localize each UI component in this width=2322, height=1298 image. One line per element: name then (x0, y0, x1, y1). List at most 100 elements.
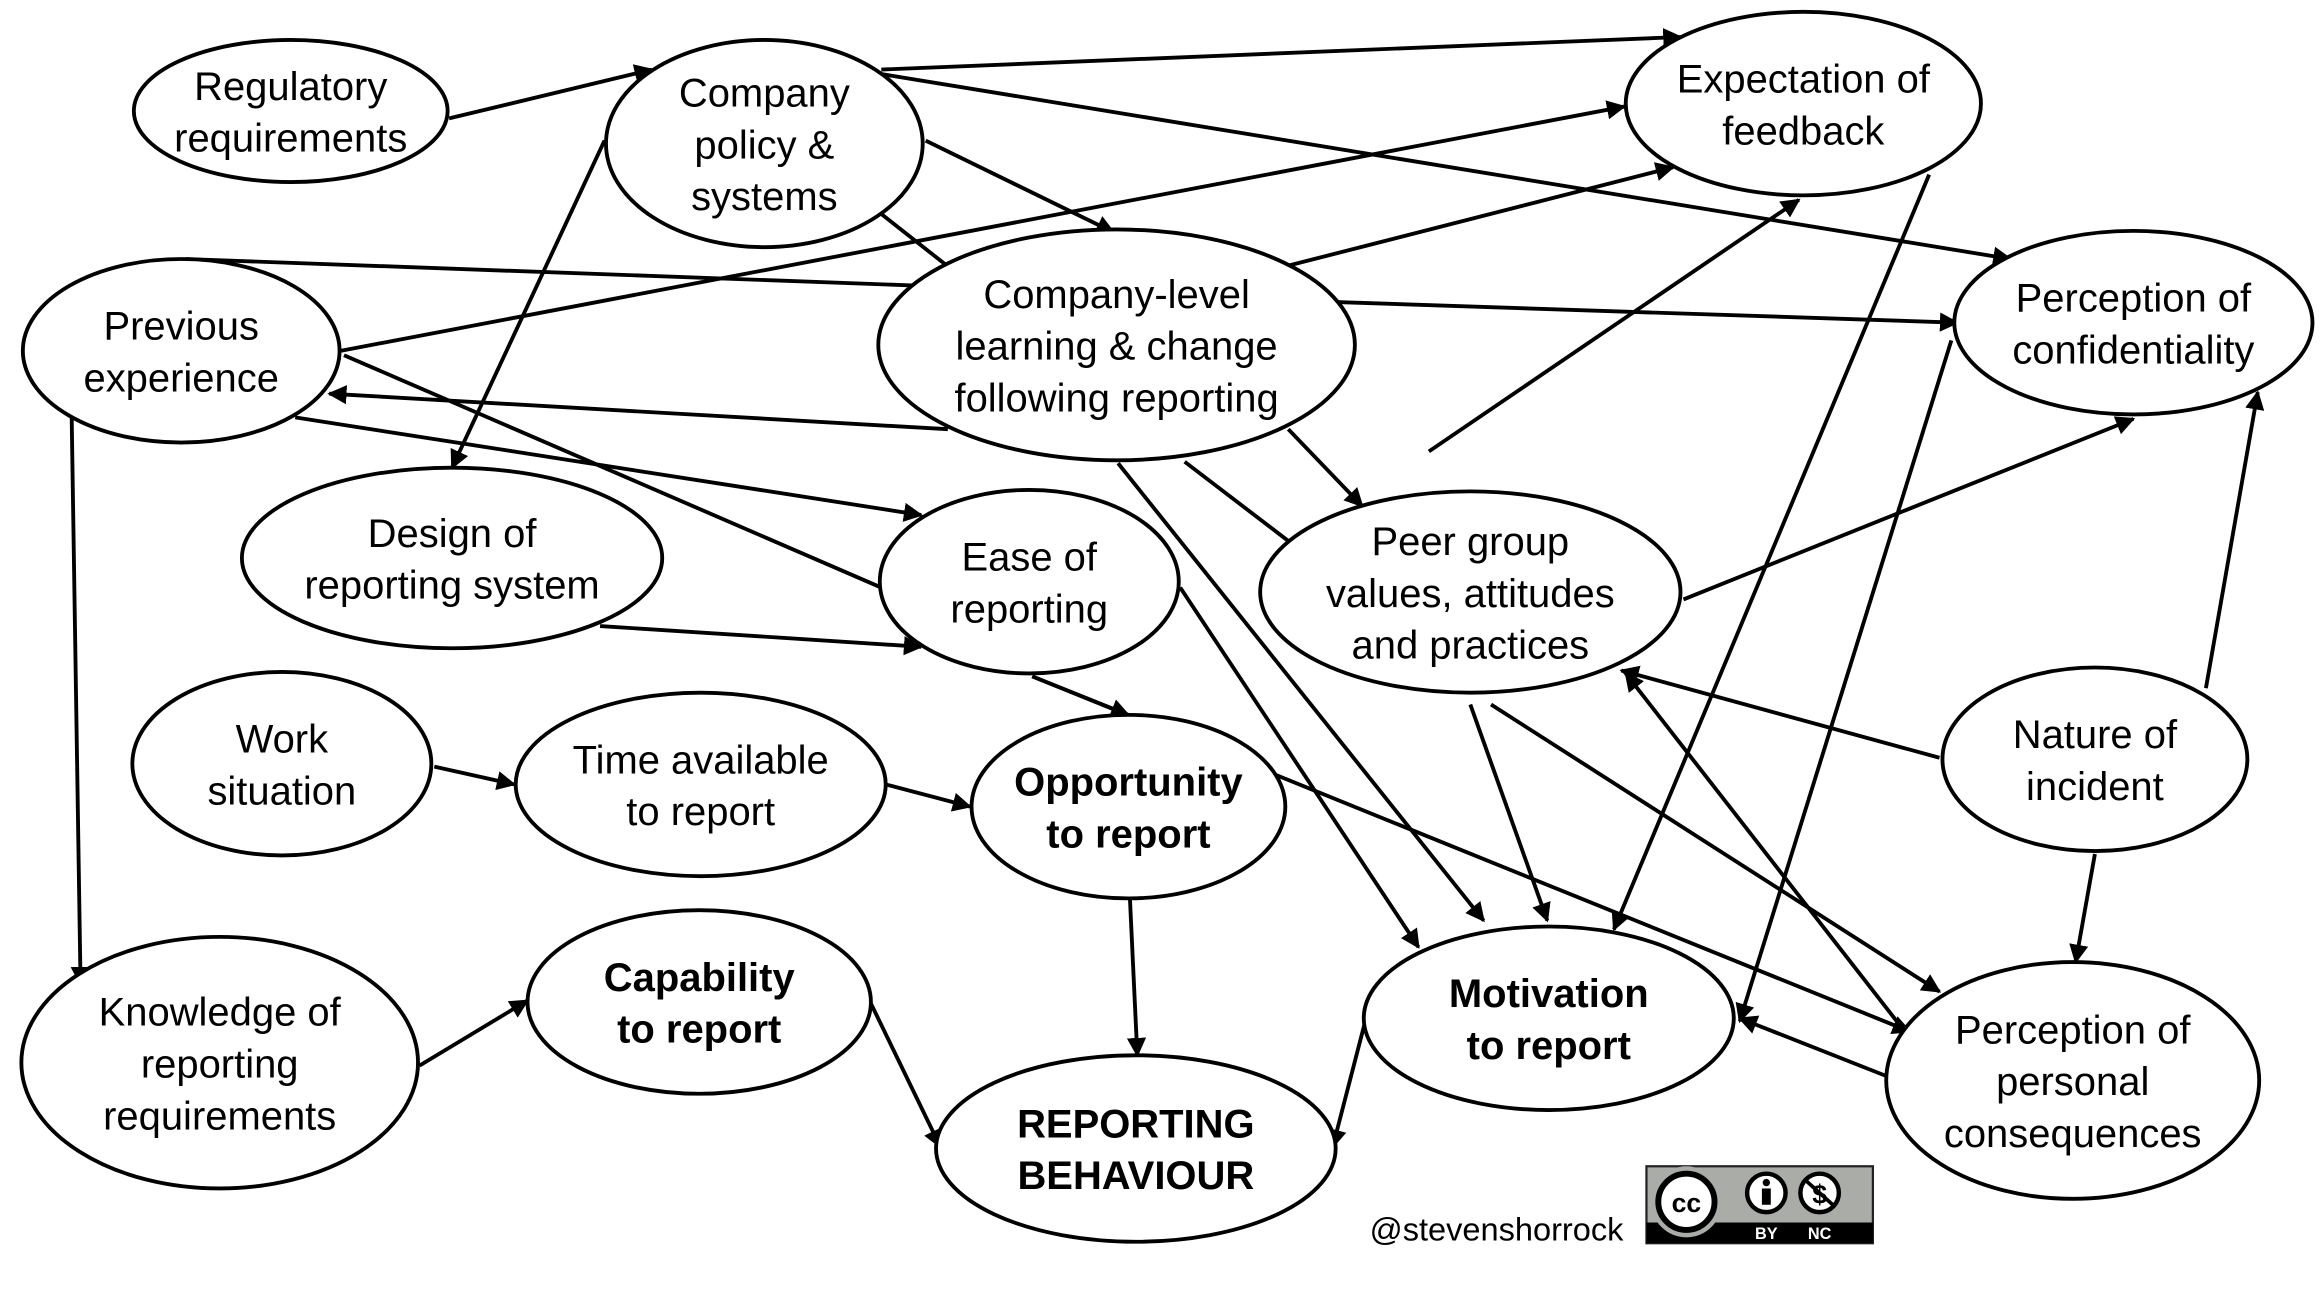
node-label-line: requirements (174, 117, 407, 161)
node-knowledge[interactable]: Knowledge of reporting requirements (19, 934, 420, 1191)
node-ellipse (1361, 924, 1736, 1112)
node-label-line: Company (679, 72, 850, 116)
node-ellipse (20, 257, 342, 445)
cc-icon (1655, 1170, 1718, 1233)
edge-nature-to-peer (1619, 665, 1941, 760)
node-ellipse (239, 465, 665, 651)
node-label-line: Knowledge of (99, 991, 342, 1035)
edge-time-to-opportunity (885, 782, 972, 812)
node-label-line: Regulatory (194, 65, 387, 109)
node-label-line: reporting (950, 587, 1108, 631)
node-label-line: Perception of (1955, 1008, 2191, 1052)
node-design[interactable]: Design of reporting system (239, 465, 665, 651)
node-label-line: Capability (604, 956, 795, 1000)
node-time[interactable]: Time available to report (513, 690, 888, 879)
edge-confidentiality-to-motivation (1735, 339, 1954, 1024)
edge-opportunity-to-behaviour (1126, 898, 1147, 1058)
edge-company_policy-to-company_learning (924, 138, 1116, 235)
edge-peer-to-consequences (1490, 702, 1942, 994)
node-ellipse (876, 227, 1357, 463)
node-label-line: Motivation (1449, 972, 1649, 1016)
edge-peer-to-confidentiality (1682, 416, 2136, 602)
edge-capability-to-behaviour (869, 1002, 943, 1149)
edge-regulatory-to-company_policy (448, 64, 654, 121)
node-label-line: Nature of (2013, 713, 2178, 757)
node-work[interactable]: Work situation (130, 670, 434, 858)
cc-by-nc-badge[interactable]: cc $ BY NC (1645, 1165, 1875, 1245)
node-label-line: to report (1467, 1024, 1631, 1068)
node-ellipse (1940, 665, 2250, 853)
node-label-line: values, attitudes (1326, 572, 1615, 616)
node-ellipse (1623, 9, 1983, 198)
node-label-line: feedback (1722, 109, 1885, 153)
node-label-line: experience (83, 356, 278, 400)
node-label-line: situation (207, 769, 356, 813)
edge-previous-to-expectation (340, 100, 1627, 353)
node-label-line: Company-level (983, 273, 1249, 317)
edge-company_policy-to-peer (877, 210, 950, 268)
edges-layer (69, 28, 2265, 1149)
edge-peer-to-expectation (1427, 198, 1801, 454)
edge-previous-to-consequences (343, 353, 883, 590)
node-ellipse (1884, 960, 2262, 1201)
node-ellipse (1258, 489, 1683, 695)
node-ellipse (877, 487, 1181, 676)
node-label-line: Design of (368, 512, 538, 556)
node-ellipse (604, 38, 925, 250)
node-label-line: REPORTING (1017, 1102, 1255, 1146)
edge-company_learning-to-previous (327, 385, 948, 432)
node-regulatory[interactable]: Regulatory requirements (131, 38, 450, 184)
node-ease[interactable]: Ease of reporting (877, 487, 1181, 676)
node-label-line: learning & change (956, 325, 1278, 369)
node-motivation[interactable]: Motivation to report (1361, 924, 1736, 1112)
nc-label: NC (1808, 1225, 1832, 1243)
edge-peer-to-motivation (1468, 703, 1551, 923)
edge-consequences-to-motivation (1737, 1015, 1887, 1078)
node-label-line: requirements (103, 1094, 336, 1138)
node-consequences[interactable]: Perception of personal consequences (1884, 960, 2262, 1201)
node-ellipse (1952, 228, 2315, 417)
edge-expectation-to-motivation (1611, 173, 1931, 932)
node-ellipse (513, 690, 888, 879)
node-label-line: Opportunity (1014, 761, 1243, 805)
node-label-line: reporting system (304, 564, 599, 608)
node-label-line: consequences (1944, 1112, 2202, 1156)
node-label-line: Ease of (962, 536, 1098, 580)
node-ellipse (19, 934, 420, 1191)
node-ellipse (934, 1053, 1338, 1244)
node-ellipse (525, 908, 873, 1096)
edge-nature-to-consequences (2069, 853, 2097, 964)
node-ellipse (131, 38, 450, 184)
node-label-line: to report (626, 790, 775, 834)
edge-previous-to-company_learning (185, 257, 919, 288)
edge-company_learning-to-peer (1286, 427, 1364, 508)
node-label-line: Expectation of (1677, 58, 1931, 102)
node-ellipse (130, 670, 434, 858)
by-label: BY (1755, 1225, 1778, 1243)
node-label-line: personal (1996, 1060, 2149, 1104)
attribution-icon (1744, 1171, 1788, 1215)
edge-previous-to-ease (294, 415, 924, 522)
edge-knowledge-to-capability (418, 998, 530, 1068)
edge-previous-to-knowledge (69, 417, 90, 987)
edge-ease-to-motivation (1178, 586, 1421, 949)
node-label-line: systems (691, 175, 838, 219)
noncommercial-icon: $ (1798, 1171, 1842, 1215)
edge-company_policy-to-confidentiality (880, 72, 2013, 266)
node-label-line: Work (236, 718, 330, 762)
node-label-line: confidentiality (2012, 328, 2254, 372)
node-label-line: Time available (573, 738, 829, 782)
node-label-line: reporting (141, 1042, 299, 1086)
node-expectation[interactable]: Expectation of feedback (1623, 9, 1983, 198)
node-label-line: and practices (1352, 624, 1590, 668)
